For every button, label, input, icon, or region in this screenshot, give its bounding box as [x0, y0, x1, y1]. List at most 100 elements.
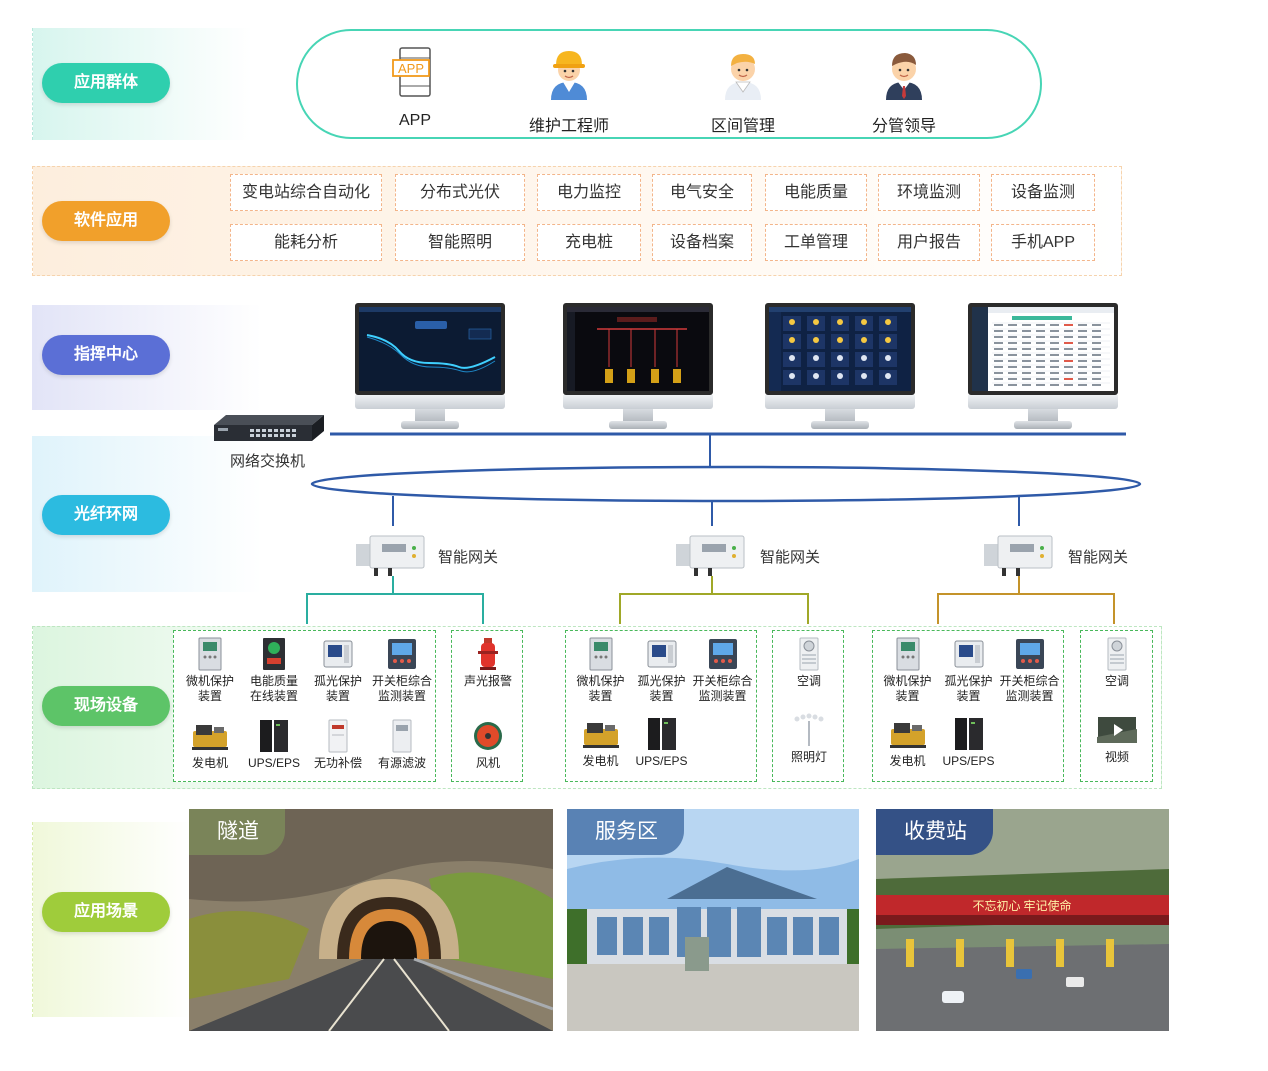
device-label: 视频	[1104, 750, 1129, 764]
software-app-item: 用户报告	[878, 224, 980, 261]
scene-label: 收费站	[876, 809, 993, 855]
air-conditioner-icon	[789, 637, 829, 671]
software-app-item: 智能照明	[395, 224, 525, 261]
device-item: 开关柜综合 监测装置	[370, 637, 434, 704]
software-app-item: 能耗分析	[230, 224, 382, 261]
scene-label: 隧道	[189, 809, 285, 855]
device-item: 电能质量 在线装置	[242, 637, 306, 704]
device-item: 有源滤波	[370, 719, 434, 771]
software-app-item: 环境监测	[878, 174, 980, 211]
layer-label-software: 软件应用	[42, 201, 170, 241]
device-item: 开关柜综合 监测装置	[692, 637, 753, 704]
device-label: 开关柜综合 监测装置	[999, 674, 1060, 703]
user-label: 分管领导	[871, 118, 936, 135]
device-item: 无功补偿	[306, 719, 370, 771]
ups-eps-icon	[949, 717, 989, 751]
fan-icon	[468, 719, 508, 753]
device-label: 开关柜综合 监测装置	[692, 674, 753, 703]
device-label: 孤光保护 装置	[313, 674, 362, 703]
user-label: APP	[398, 112, 431, 129]
microcomputer-protection-icon	[190, 637, 230, 671]
device-item: 孤光保护 装置	[631, 637, 692, 704]
device-label: UPS/EPS	[635, 754, 688, 768]
device-item: 空调	[1085, 637, 1149, 689]
ups-eps-icon	[254, 719, 294, 753]
switchgear-monitor-icon	[1010, 637, 1050, 671]
device-label: 开关柜综合 监测装置	[371, 674, 432, 703]
gateway-label: 智能网关	[760, 549, 821, 566]
device-label: 孤光保护 装置	[637, 674, 686, 703]
generator-icon	[190, 719, 230, 753]
microcomputer-protection-icon	[888, 637, 928, 671]
device-item: 视频	[1085, 713, 1149, 765]
monitor-lighting-screen	[765, 303, 915, 429]
layer-label-field: 现场设备	[42, 686, 170, 726]
device-label: 发电机	[582, 754, 619, 768]
layer-label-command: 指挥中心	[42, 335, 170, 375]
switchgear-monitor-icon	[703, 637, 743, 671]
user-engineer: 维护工程师	[509, 46, 629, 136]
layer-label-fiber: 光纤环网	[42, 495, 170, 535]
device-label: 空调	[796, 674, 821, 688]
reactive-compensation-icon	[318, 719, 358, 753]
device-item: 微机保护 装置	[178, 637, 242, 704]
arc-protection-icon	[949, 637, 989, 671]
software-app-item: 手机APP	[991, 224, 1095, 261]
app-badge-text: APP	[398, 61, 424, 76]
device-item: 发电机	[877, 717, 938, 769]
layer-label-user: 应用群体	[42, 63, 170, 103]
software-app-item: 电力监控	[537, 174, 641, 211]
smart-gateway-icon	[980, 530, 1060, 576]
device-item: 开关柜综合 监测装置	[999, 637, 1060, 704]
device-label: UPS/EPS	[247, 756, 301, 770]
switchgear-monitor-icon	[382, 637, 422, 671]
user-label: 区间管理	[710, 118, 775, 135]
toll-banner-text: 不忘初心 牢记使命	[972, 898, 1071, 913]
device-item: UPS/EPS	[242, 719, 306, 771]
device-item: 声光报警	[456, 637, 520, 689]
air-conditioner-icon	[1097, 637, 1137, 671]
device-label: UPS/EPS	[942, 754, 995, 768]
smart-gateway-icon	[352, 530, 432, 576]
arc-protection-icon	[318, 637, 358, 671]
gateway-label: 智能网关	[1068, 549, 1129, 566]
ups-eps-icon	[642, 717, 682, 751]
device-group-2-main: 微机保护 装置孤光保护 装置开关柜综合 监测装置发电机 UPS/EPS	[565, 630, 757, 782]
monitor-single-line-screen	[563, 303, 713, 429]
device-label: 无功补偿	[313, 756, 362, 770]
user-leader: 分管领导	[844, 46, 964, 136]
scene-service-area: 服务区	[567, 809, 859, 1031]
device-item: 风机	[456, 719, 520, 771]
monitor-table-screen	[968, 303, 1118, 429]
generator-icon	[888, 717, 928, 751]
leader-avatar-icon	[878, 46, 930, 100]
power-quality-device-icon	[254, 637, 294, 671]
device-group-2-side: 空调照明灯	[772, 630, 844, 782]
engineer-avatar-icon	[543, 46, 595, 100]
device-item: 发电机	[570, 717, 631, 769]
user-manager: 区间管理	[683, 46, 803, 136]
device-label: 微机保护 装置	[576, 674, 625, 703]
software-app-item: 设备档案	[652, 224, 752, 261]
scene-tunnel: 隧道	[189, 809, 553, 1031]
software-app-item: 电气安全	[652, 174, 752, 211]
software-app-item: 电能质量	[765, 174, 867, 211]
software-app-item: 变电站综合自动化	[230, 174, 382, 211]
gateway-label: 智能网关	[438, 549, 499, 566]
device-label: 发电机	[889, 754, 926, 768]
software-app-item: 设备监测	[991, 174, 1095, 211]
generator-icon	[581, 717, 621, 751]
user-label: 维护工程师	[528, 118, 609, 135]
scene-label: 服务区	[567, 809, 684, 855]
device-label: 风机	[475, 756, 500, 770]
alarm-icon	[468, 637, 508, 671]
arc-protection-icon	[642, 637, 682, 671]
software-app-item: 工单管理	[765, 224, 867, 261]
active-filter-icon	[382, 719, 422, 753]
device-item: 孤光保护 装置	[306, 637, 370, 704]
device-label: 空调	[1104, 674, 1129, 688]
device-label: 照明灯	[790, 750, 827, 764]
device-item: UPS/EPS	[938, 717, 999, 769]
